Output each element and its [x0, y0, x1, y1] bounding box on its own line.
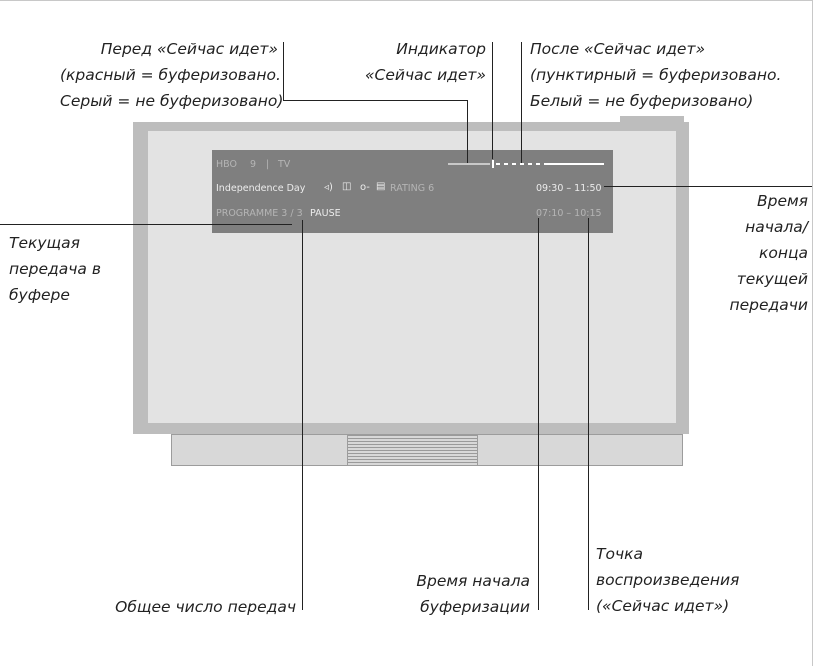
callout-line: «Сейчас идет» — [364, 66, 486, 84]
channel-number: 9 — [250, 159, 257, 170]
callout-start-end: Время начала/ конца текущей передачи — [680, 188, 809, 318]
programme-counter: PROGRAMME 3 / 3 — [216, 208, 303, 219]
tv-stand-right — [477, 434, 683, 466]
speaker-icon: ◃) — [324, 182, 333, 193]
callout-line: Время — [756, 192, 808, 210]
callout-indicator: Индикатор «Сейчас идет» — [360, 36, 486, 88]
callout-after-now: После «Сейчас идет» (пунктирный = буфери… — [530, 36, 781, 114]
callout-line: Перед «Сейчас идет» — [100, 40, 278, 58]
leader-indicator — [492, 42, 493, 159]
callout-line: текущей — [736, 270, 808, 288]
status-label: PAUSE — [310, 208, 341, 219]
leader-before-now-horizontal — [283, 100, 468, 101]
leader-playback-point — [588, 218, 589, 610]
programme-title: Independence Day — [216, 183, 306, 194]
programme-time: 09:30 – 11:50 — [536, 183, 602, 194]
callout-playback-point: Точка воспроизведения («Сейчас идет») — [596, 541, 739, 619]
leader-after-now — [521, 42, 522, 163]
callout-line: начала/ — [745, 218, 808, 236]
callout-buffer-start: Время начала буферизации — [380, 568, 530, 620]
callout-line: Индикатор — [396, 40, 486, 58]
callout-before-now: Перед «Сейчас идет» (красный = буферизов… — [60, 36, 284, 114]
callout-line: После «Сейчас идет» — [530, 40, 706, 58]
leader-before-now-vertical — [283, 42, 284, 101]
callout-line: воспроизведения — [596, 571, 740, 589]
teletext-icon: ▤ — [376, 181, 386, 192]
callout-line: передачи — [729, 296, 809, 314]
callout-line: Серый = не буферизовано) — [60, 92, 284, 110]
callout-current-buffered: Текущая передача в буфере — [9, 230, 101, 308]
source-label: TV — [278, 159, 291, 170]
now-indicator — [492, 160, 494, 168]
callout-line: буферизации — [420, 598, 530, 616]
page-frame-top — [0, 0, 813, 1]
buffer-time: 07:10 – 10:15 — [536, 208, 602, 219]
callout-line: Время начала — [416, 572, 530, 590]
osd-panel: HBO 9 | TV Independence Day ◃) ◫ o- ▤ RA… — [212, 150, 613, 233]
leader-before-now-drop — [467, 100, 468, 163]
callout-total-programmes: Общее число передач — [60, 594, 296, 620]
callout-line: («Сейчас идет») — [596, 597, 730, 615]
callout-line: Белый = не буферизовано) — [530, 92, 754, 110]
tv-stand-speaker-grille — [347, 434, 478, 466]
callout-line: Общее число передач — [115, 598, 296, 616]
before-now-bar — [448, 163, 490, 165]
callout-line: передача в — [9, 260, 101, 278]
subtitle-icon: ◫ — [342, 181, 352, 192]
after-now-white-bar — [544, 163, 604, 165]
callout-line: Текущая — [9, 234, 80, 252]
channel-name: HBO — [216, 159, 237, 170]
callout-line: Точка — [596, 545, 643, 563]
leader-buffer-start — [538, 218, 539, 610]
tv-stand-left — [171, 434, 348, 466]
callout-line: (красный = буферизовано. — [60, 66, 281, 84]
callout-line: буфере — [9, 286, 70, 304]
callout-line: (пунктирный = буферизовано. — [530, 66, 782, 84]
tv-knob — [620, 116, 684, 124]
separator: | — [266, 159, 270, 170]
rating-label: RATING 6 — [390, 183, 435, 194]
callout-line: конца — [758, 244, 808, 262]
key-icon: o- — [360, 182, 370, 193]
leader-start-end — [604, 186, 812, 187]
leader-total-programmes — [302, 220, 303, 610]
after-now-dotted-bar — [496, 163, 544, 165]
leader-current-buffered — [0, 224, 292, 225]
